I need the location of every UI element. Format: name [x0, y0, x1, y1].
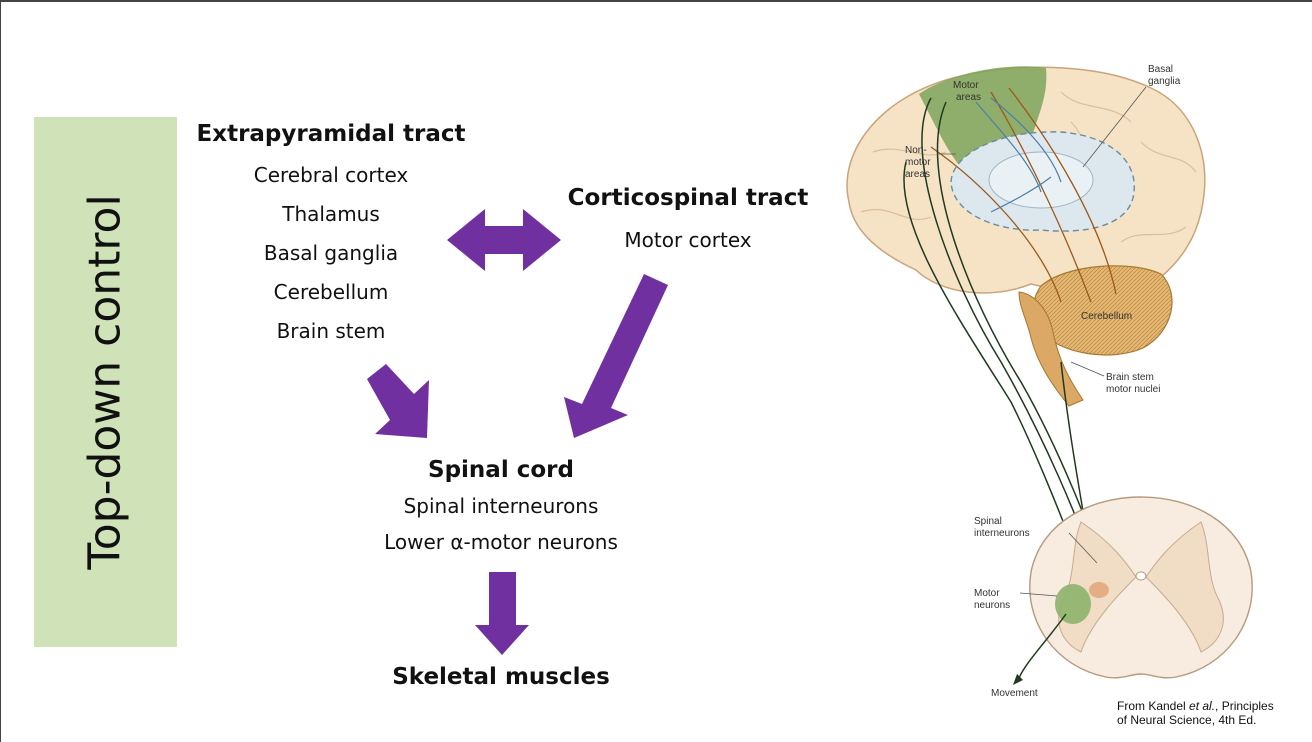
label-spinal-interneurons: Spinal: [974, 516, 1002, 527]
extrapyramidal-item: Cerebral cortex: [253, 163, 409, 187]
interneuron-pool: [1089, 582, 1109, 598]
label-brain-stem-nuclei: Brain stem: [1106, 372, 1154, 383]
skeletal-muscles-title: Skeletal muscles: [392, 664, 610, 690]
label-basal-ganglia: ganglia: [1148, 76, 1181, 87]
motor-neuron-pool: [1055, 584, 1091, 624]
arrow-down-right-icon: [367, 364, 429, 438]
arrow-down-icon: [475, 572, 529, 655]
basal-loop-pathways: [975, 97, 1062, 213]
extrapyramidal-title: Extrapyramidal tract: [196, 121, 466, 147]
corticospinal-item: Motor cortex: [624, 228, 752, 252]
label-cerebellum: Cerebellum: [1081, 311, 1132, 322]
label-motor-neurons: neurons: [974, 600, 1010, 611]
spinal-item: Spinal interneurons: [403, 494, 599, 518]
brain-stem-region: [1018, 291, 1084, 407]
extrapyramidal-item: Cerebellum: [273, 280, 389, 304]
label-nonmotor-areas: Non-: [905, 145, 927, 156]
extrapyramidal-item: Basal ganglia: [263, 241, 399, 265]
label-brain-stem-nuclei: motor nuclei: [1106, 384, 1160, 395]
label-motor-neurons: Motor: [974, 588, 1000, 599]
label-motor-areas: areas: [956, 92, 981, 103]
label-nonmotor-areas: motor: [905, 157, 931, 168]
spinal-item: Lower α-motor neurons: [384, 530, 618, 554]
label-nonmotor-areas: areas: [905, 169, 930, 180]
label-basal-ganglia: Basal: [1148, 64, 1173, 75]
extrapyramidal-pathways: [930, 87, 1117, 303]
spinal-cord-title: Spinal cord: [428, 457, 574, 483]
label-motor-areas: Motor: [953, 80, 979, 91]
corticospinal-title: Corticospinal tract: [567, 185, 809, 211]
sidebar-panel: [34, 117, 177, 647]
double-arrow-icon: [447, 209, 561, 271]
label-spinal-interneurons: interneurons: [974, 528, 1030, 539]
label-movement: Movement: [991, 688, 1038, 699]
citation: From Kandel et al., Principles of Neural…: [1117, 699, 1274, 727]
extrapyramidal-item: Brain stem: [276, 319, 386, 343]
extrapyramidal-item: Thalamus: [282, 202, 380, 226]
arrow-down-left-icon: [564, 274, 668, 438]
